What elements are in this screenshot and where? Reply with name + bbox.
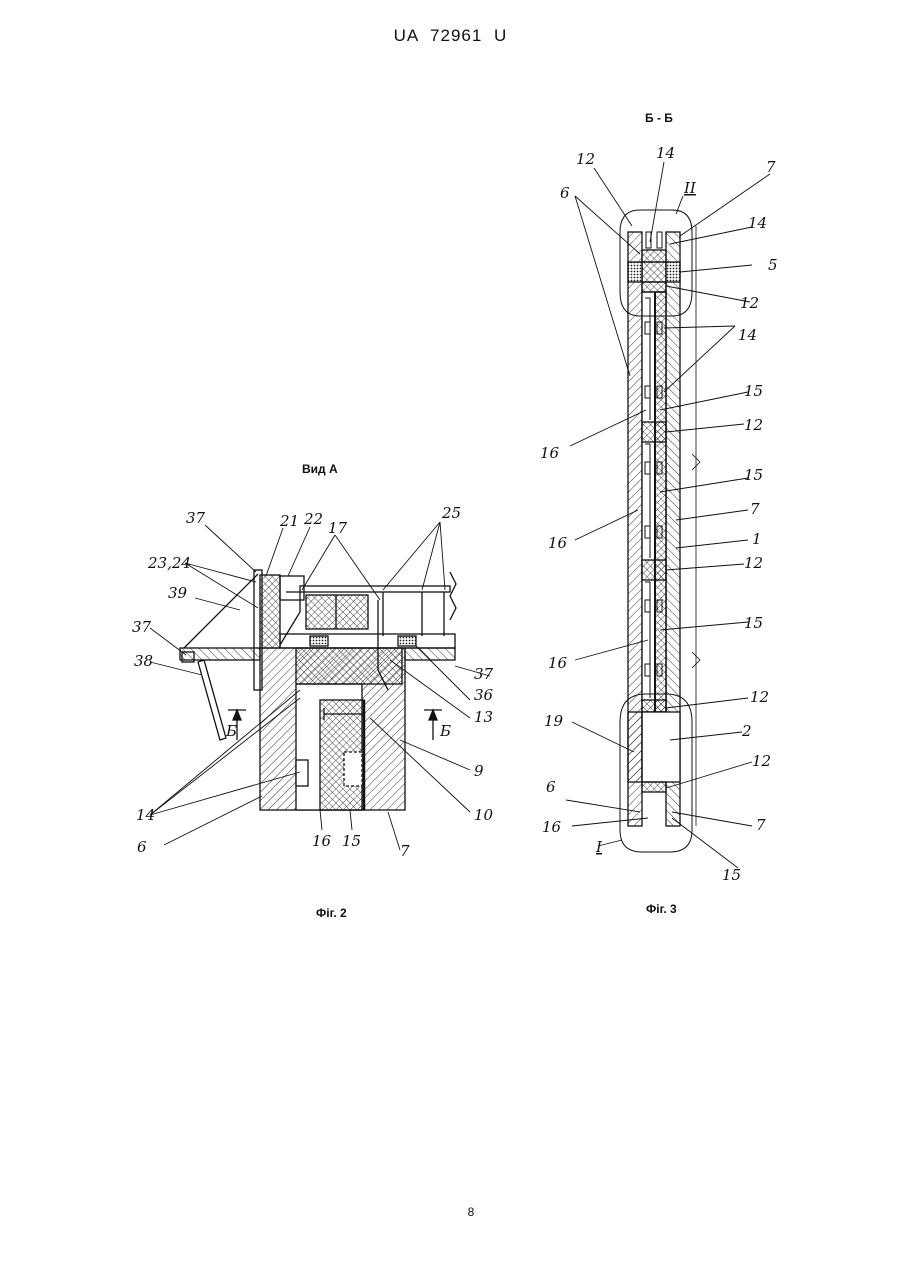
fig3-label: 7 bbox=[756, 816, 766, 834]
fig2-label: 14 bbox=[136, 806, 155, 824]
fig3-label: 2 bbox=[741, 722, 752, 740]
fig3-label: 19 bbox=[544, 712, 564, 730]
fig2-label: 9 bbox=[474, 762, 484, 780]
fig3-label: 15 bbox=[744, 382, 763, 400]
fig2-label: 39 bbox=[168, 584, 188, 602]
fig2-label: 6 bbox=[137, 838, 147, 856]
fig2-label: 22 bbox=[303, 510, 323, 528]
fig3-label: 16 bbox=[542, 818, 562, 836]
fig3-label: I bbox=[595, 838, 603, 856]
fig3-label: 12 bbox=[744, 416, 763, 434]
fig3-label: 16 bbox=[540, 444, 560, 462]
fig2-label: 37 bbox=[186, 509, 206, 527]
fig2-label: 25 bbox=[441, 504, 461, 522]
fig2-label: 23,24 bbox=[147, 554, 191, 572]
fig3-label: 16 bbox=[548, 534, 568, 552]
fig2-label: Б bbox=[439, 722, 451, 740]
fig2-label: Б bbox=[225, 722, 237, 740]
fig2-label: 36 bbox=[474, 686, 494, 704]
fig2-label: 7 bbox=[400, 842, 410, 860]
fig3-label: 14 bbox=[656, 144, 675, 162]
fig3-label: 15 bbox=[744, 466, 763, 484]
figure-2-drawing bbox=[150, 522, 490, 850]
fig3-label: 12 bbox=[744, 554, 763, 572]
fig3-label: 6 bbox=[546, 778, 556, 796]
fig3-label: 7 bbox=[766, 158, 776, 176]
fig3-label: 12 bbox=[752, 752, 771, 770]
fig3-label: 12 bbox=[740, 294, 759, 312]
figure-3-drawing bbox=[566, 162, 770, 868]
fig2-label: 37 bbox=[474, 665, 494, 683]
fig3-label: 7 bbox=[750, 500, 760, 518]
fig3-label: 14 bbox=[738, 326, 757, 344]
page-number: 8 bbox=[0, 1205, 901, 1219]
fig3-label: 15 bbox=[744, 614, 763, 632]
fig3-label: 16 bbox=[548, 654, 568, 672]
fig3-label: 5 bbox=[768, 256, 778, 274]
fig2-label: 38 bbox=[134, 652, 153, 670]
fig2-label: 10 bbox=[474, 806, 494, 824]
fig2-label: 16 bbox=[312, 832, 332, 850]
fig2-label: 37 bbox=[132, 618, 152, 636]
fig3-label: 15 bbox=[722, 866, 741, 884]
fig3-label: II bbox=[683, 179, 697, 197]
fig3-label: 12 bbox=[576, 150, 595, 168]
fig2-label: 17 bbox=[328, 519, 348, 537]
fig3-label: 6 bbox=[560, 184, 570, 202]
fig3-label: 1 bbox=[752, 530, 762, 548]
fig2-label: 21 bbox=[279, 512, 299, 530]
fig3-label: 12 bbox=[750, 688, 769, 706]
fig3-label: 14 bbox=[748, 214, 767, 232]
fig2-label: 15 bbox=[342, 832, 361, 850]
fig2-label: 13 bbox=[474, 708, 493, 726]
